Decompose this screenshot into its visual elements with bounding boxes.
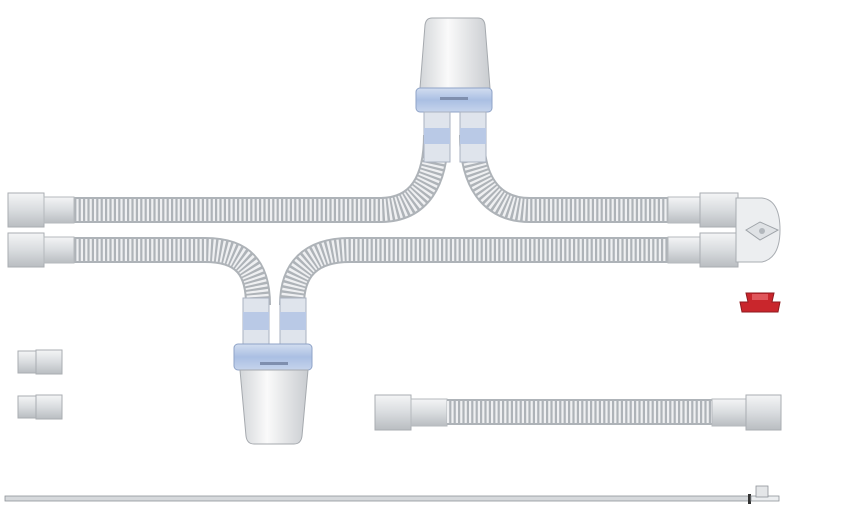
short-tube — [374, 394, 782, 431]
upper-corrugated-tube — [7, 134, 739, 228]
straight-connectors — [17, 349, 63, 420]
tube-cuff — [7, 192, 45, 228]
lower-corrugated-tube — [7, 232, 739, 306]
sampling-line — [4, 485, 780, 504]
top-water-trap — [415, 17, 493, 163]
red-cap — [739, 292, 781, 313]
bottom-water-trap — [233, 297, 313, 445]
y-piece — [735, 197, 781, 263]
